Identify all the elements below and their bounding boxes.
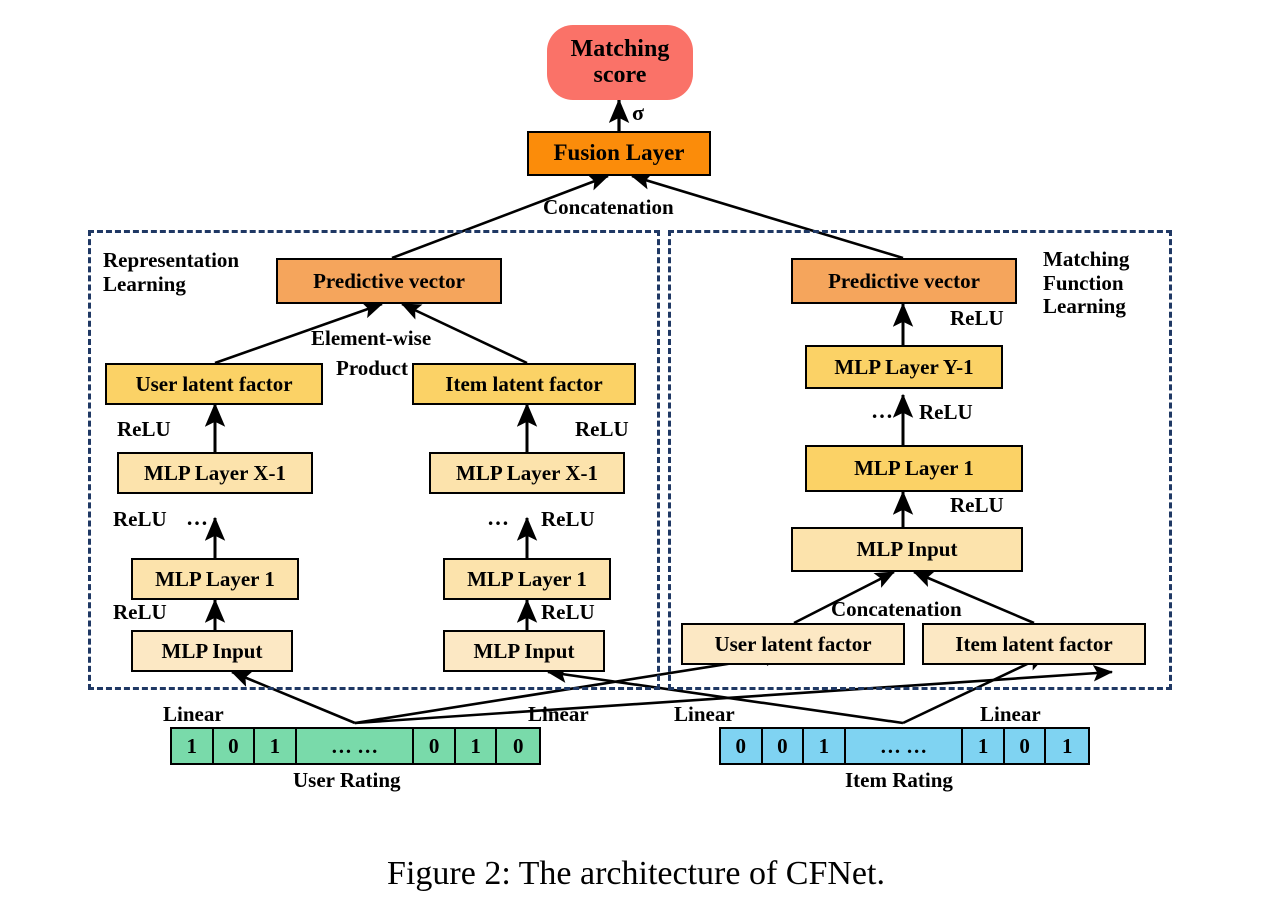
left-user-mlp-layer-1-label: MLP Layer 1 — [155, 566, 275, 591]
user-rating-cell[interactable]: 1 — [255, 729, 297, 763]
right-mlp-layer-y1-label: MLP Layer Y-1 — [834, 354, 974, 379]
matching-function-learning-title: Matching Function Learning — [1043, 247, 1130, 319]
right-dots-mid: … — [871, 398, 893, 423]
user-rating-cell[interactable]: 0 — [414, 729, 456, 763]
right-predictive-vector-box[interactable]: Predictive vector — [791, 258, 1017, 304]
user-rating-vector[interactable]: 1 0 1 … … 0 1 0 — [170, 727, 541, 765]
element-wise-label: Element-wise — [311, 326, 432, 350]
left-user-latent-factor-label: User latent factor — [135, 371, 293, 396]
right-relu-bot: ReLU — [950, 493, 1004, 517]
fusion-layer-box[interactable]: Fusion Layer — [527, 131, 711, 176]
right-item-latent-factor-label: Item latent factor — [955, 631, 1113, 656]
item-rating-cell[interactable]: 0 — [1005, 729, 1047, 763]
fusion-layer-label: Fusion Layer — [553, 140, 685, 166]
sigma-label: σ — [632, 100, 644, 125]
left-item-dots-mid: … — [487, 505, 509, 530]
right-user-latent-factor-label: User latent factor — [714, 631, 872, 656]
user-linear-right-label: Linear — [528, 702, 589, 726]
matching-score-box[interactable]: Matching score — [547, 25, 693, 100]
right-relu-mid: ReLU — [919, 400, 973, 424]
user-rating-cell[interactable]: 0 — [512, 733, 524, 758]
figure-caption: Figure 2: The architecture of CFNet. — [387, 855, 885, 892]
left-user-mlp-input-label: MLP Input — [161, 638, 263, 663]
concatenation-top-label: Concatenation — [543, 195, 674, 219]
user-rating-cell[interactable]: 1 — [172, 729, 214, 763]
left-item-mlp-layer-1-label: MLP Layer 1 — [467, 566, 587, 591]
user-linear-left-label: Linear — [163, 702, 224, 726]
left-item-latent-factor-label: Item latent factor — [445, 371, 603, 396]
left-predictive-vector-label: Predictive vector — [313, 268, 465, 293]
item-rating-cell[interactable]: 0 — [763, 729, 805, 763]
user-rating-cell[interactable]: 0 — [214, 729, 256, 763]
item-rating-cell[interactable]: 1 — [1061, 733, 1073, 758]
right-mlp-layer-1-box[interactable]: MLP Layer 1 — [805, 445, 1023, 492]
right-item-latent-factor-box[interactable]: Item latent factor — [922, 623, 1146, 665]
user-rating-label: User Rating — [293, 768, 401, 792]
item-rating-cell[interactable]: 1 — [963, 729, 1005, 763]
left-user-mlp-layer-1-box[interactable]: MLP Layer 1 — [131, 558, 299, 600]
right-mlp-input-box[interactable]: MLP Input — [791, 527, 1023, 572]
right-predictive-vector-label: Predictive vector — [828, 268, 980, 293]
item-linear-right-label: Linear — [980, 702, 1041, 726]
left-user-latent-factor-box[interactable]: User latent factor — [105, 363, 323, 405]
item-rating-cell[interactable]: 0 — [721, 729, 763, 763]
left-item-latent-factor-box[interactable]: Item latent factor — [412, 363, 636, 405]
representation-learning-title: Representation Learning — [103, 248, 240, 296]
right-relu-top: ReLU — [950, 306, 1004, 330]
representation-learning-panel — [88, 230, 660, 690]
user-rating-ellipsis-cell[interactable]: … … — [297, 729, 415, 763]
left-item-relu-top: ReLU — [575, 417, 629, 441]
item-rating-cell[interactable]: 1 — [804, 729, 846, 763]
left-item-relu-bot: ReLU — [541, 600, 595, 624]
right-mlp-input-label: MLP Input — [856, 537, 958, 562]
matching-score-label: Matching score — [570, 36, 670, 88]
matching-function-learning-panel — [668, 230, 1172, 690]
left-user-mlp-input-box[interactable]: MLP Input — [131, 630, 293, 672]
left-item-mlp-layer-x1-box[interactable]: MLP Layer X-1 — [429, 452, 625, 494]
left-predictive-vector-box[interactable]: Predictive vector — [276, 258, 502, 304]
left-item-mlp-layer-x1-label: MLP Layer X-1 — [456, 460, 598, 485]
item-rating-vector[interactable]: 0 0 1 … … 1 0 1 — [719, 727, 1090, 765]
left-user-dots-mid: … — [186, 505, 208, 530]
left-user-mlp-layer-x1-label: MLP Layer X-1 — [144, 460, 286, 485]
left-item-mlp-input-label: MLP Input — [473, 638, 575, 663]
right-concatenation-label: Concatenation — [831, 597, 962, 621]
left-item-mlp-layer-1-box[interactable]: MLP Layer 1 — [443, 558, 611, 600]
left-item-relu-mid: ReLU — [541, 507, 595, 531]
item-linear-left-label: Linear — [674, 702, 735, 726]
left-user-relu-bot: ReLU — [113, 600, 167, 624]
left-user-relu-top: ReLU — [117, 417, 171, 441]
left-user-relu-mid: ReLU — [113, 507, 167, 531]
product-label: Product — [336, 356, 408, 380]
right-mlp-layer-y1-box[interactable]: MLP Layer Y-1 — [805, 345, 1003, 389]
item-rating-ellipsis-cell[interactable]: … … — [846, 729, 964, 763]
left-item-mlp-input-box[interactable]: MLP Input — [443, 630, 605, 672]
user-rating-cell[interactable]: 1 — [456, 729, 498, 763]
right-mlp-layer-1-label: MLP Layer 1 — [854, 456, 974, 481]
right-user-latent-factor-box[interactable]: User latent factor — [681, 623, 905, 665]
item-rating-label: Item Rating — [845, 768, 953, 792]
left-user-mlp-layer-x1-box[interactable]: MLP Layer X-1 — [117, 452, 313, 494]
